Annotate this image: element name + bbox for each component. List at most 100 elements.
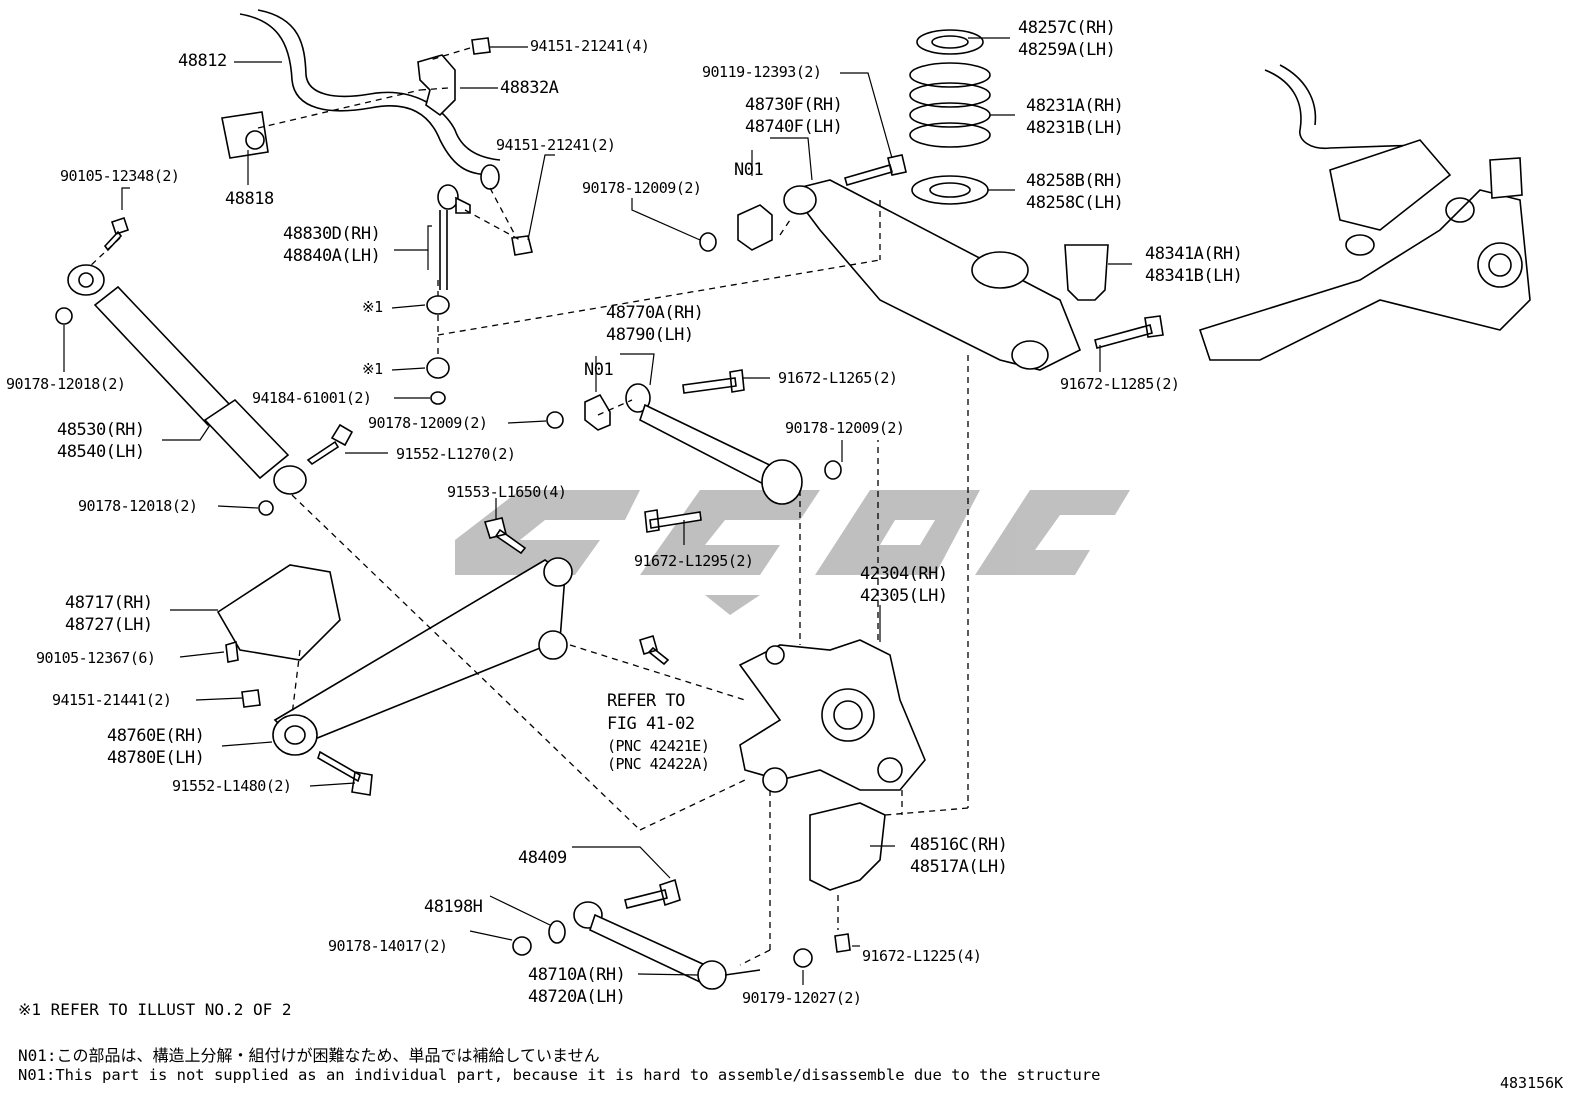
label-48259A: 48259A(LH) bbox=[1018, 40, 1116, 60]
label-90178-c: 90178-12018(2) bbox=[78, 497, 198, 515]
nut-94151-c bbox=[241, 689, 261, 708]
label-refer-to: REFER TO bbox=[607, 691, 685, 711]
label-48231B: 48231B(LH) bbox=[1026, 118, 1124, 138]
bolt-91672-a bbox=[682, 369, 745, 394]
label-48727: 48727(LH) bbox=[65, 615, 153, 635]
stabilizer-link bbox=[437, 184, 471, 290]
reference-note: ※1 REFER TO ILLUST NO.2 OF 2 bbox=[18, 1000, 292, 1019]
nut-90178-d bbox=[699, 232, 717, 252]
label-48812: 48812 bbox=[178, 51, 227, 71]
washer-48198H bbox=[548, 920, 566, 944]
label-48780E: 48780E(LH) bbox=[107, 748, 205, 768]
label-48740F: 48740F(LH) bbox=[745, 117, 843, 137]
label-90178-a: 90178-12018(2) bbox=[6, 375, 126, 393]
bolt-91552-a bbox=[306, 423, 354, 466]
link-bushing-upper bbox=[426, 295, 450, 315]
nut-90179 bbox=[793, 948, 813, 968]
label-48832A: 48832A bbox=[500, 78, 559, 98]
label-48770A: 48770A(RH) bbox=[606, 303, 704, 323]
label-48517A: 48517A(LH) bbox=[910, 857, 1008, 877]
suspension-arm-48730F bbox=[783, 179, 1082, 371]
label-48516C: 48516C(RH) bbox=[910, 835, 1008, 855]
label-48720A: 48720A(LH) bbox=[528, 987, 626, 1007]
n01-note-japanese: N01:この部品は、構造上分解・組付けが困難なため、単品では補給していません bbox=[18, 1046, 600, 1065]
leader-lines bbox=[63, 37, 1132, 985]
lower-control-arm bbox=[272, 557, 573, 756]
knuckle-bracket bbox=[809, 802, 886, 891]
label-90105-b: 90105-12367(6) bbox=[36, 649, 156, 667]
label-pnc-2: (PNC 42422A) bbox=[607, 755, 710, 773]
upper-control-arm bbox=[625, 383, 803, 505]
label-48540: 48540(LH) bbox=[57, 442, 145, 462]
label-48530: 48530(RH) bbox=[57, 420, 145, 440]
label-94151-b: 94151-21241(2) bbox=[496, 136, 616, 154]
label-91552-b: 91552-L1480(2) bbox=[172, 777, 292, 795]
shock-absorber bbox=[67, 264, 307, 495]
label-90178-e: 90178-12009(2) bbox=[785, 419, 905, 437]
label-48830D: 48830D(RH) bbox=[283, 224, 381, 244]
label-94151-c: 94151-21441(2) bbox=[52, 691, 172, 709]
bolt-48409 bbox=[624, 878, 681, 909]
label-48730F: 48730F(RH) bbox=[745, 95, 843, 115]
bolt-91672-d bbox=[834, 933, 851, 953]
label-42305: 42305(LH) bbox=[860, 586, 948, 606]
bolt-90105-b bbox=[225, 640, 239, 663]
label-48710A: 48710A(RH) bbox=[528, 965, 626, 985]
label-refer-fig: FIG 41-02 bbox=[607, 714, 695, 734]
spring-seat-upper bbox=[916, 29, 984, 55]
rear-knuckle bbox=[738, 639, 926, 793]
bolt-91672-c bbox=[1094, 315, 1164, 349]
label-94184: 94184-61001(2) bbox=[252, 389, 372, 407]
label-N01-a: N01 bbox=[734, 160, 764, 180]
assembly-lines bbox=[87, 47, 969, 966]
nut-90178-f bbox=[512, 936, 532, 956]
link-bushing-lower bbox=[426, 357, 450, 379]
label-90179: 90179-12027(2) bbox=[742, 989, 862, 1007]
rear-suspension-assembly bbox=[1198, 64, 1531, 361]
stabilizer-bushing bbox=[221, 111, 269, 159]
bolt-91672-b bbox=[644, 509, 702, 533]
label-91672-b: 91672-L1295(2) bbox=[634, 552, 754, 570]
bump-stopper bbox=[1064, 244, 1109, 301]
label-90178-f: 90178-14017(2) bbox=[328, 937, 448, 955]
label-91672-d: 91672-L1225(4) bbox=[862, 947, 982, 965]
label-91672-a: 91672-L1265(2) bbox=[778, 369, 898, 387]
label-42304: 42304(RH) bbox=[860, 564, 948, 584]
bolt-90119 bbox=[844, 154, 907, 186]
nut-90178-e bbox=[824, 460, 842, 480]
label-48341A: 48341A(RH) bbox=[1145, 244, 1243, 264]
label-90178-d: 90178-12009(2) bbox=[582, 179, 702, 197]
stabilizer-bracket bbox=[417, 54, 456, 117]
label-48341B: 48341B(LH) bbox=[1145, 266, 1243, 286]
illustration-code: 483156K bbox=[1500, 1074, 1564, 1092]
label-48198H: 48198H bbox=[424, 897, 483, 917]
label-N01-b: N01 bbox=[584, 360, 614, 380]
arm-bracket bbox=[216, 564, 341, 661]
label-48258C: 48258C(LH) bbox=[1026, 193, 1124, 213]
bolt-90105-a bbox=[103, 216, 130, 252]
label-ref1-b: ※1 bbox=[362, 360, 383, 378]
bolt-refer bbox=[639, 634, 670, 666]
label-48717: 48717(RH) bbox=[65, 593, 153, 613]
bushing-n01b bbox=[584, 393, 611, 431]
label-pnc-1: (PNC 42421E) bbox=[607, 737, 710, 755]
label-48258B: 48258B(RH) bbox=[1026, 171, 1124, 191]
nut-94151-a bbox=[471, 37, 491, 55]
label-91553: 91553-L1650(4) bbox=[447, 483, 567, 501]
label-90178-b: 90178-12009(2) bbox=[368, 414, 488, 432]
label-91672-c: 91672-L1285(2) bbox=[1060, 375, 1180, 393]
bolt-91552-b bbox=[317, 750, 373, 796]
label-48257C: 48257C(RH) bbox=[1018, 18, 1116, 38]
stabilizer-bar bbox=[239, 9, 501, 190]
spring-seat-lower bbox=[911, 175, 989, 205]
label-90105-a: 90105-12348(2) bbox=[60, 167, 180, 185]
nut-94151-b bbox=[511, 235, 533, 256]
label-90119: 90119-12393(2) bbox=[702, 63, 822, 81]
label-48840A: 48840A(LH) bbox=[283, 246, 381, 266]
label-48760E: 48760E(RH) bbox=[107, 726, 205, 746]
link-nut bbox=[430, 391, 446, 405]
nut-90178-c bbox=[258, 500, 274, 516]
watermark-logo bbox=[455, 490, 1130, 615]
label-48231A: 48231A(RH) bbox=[1026, 96, 1124, 116]
